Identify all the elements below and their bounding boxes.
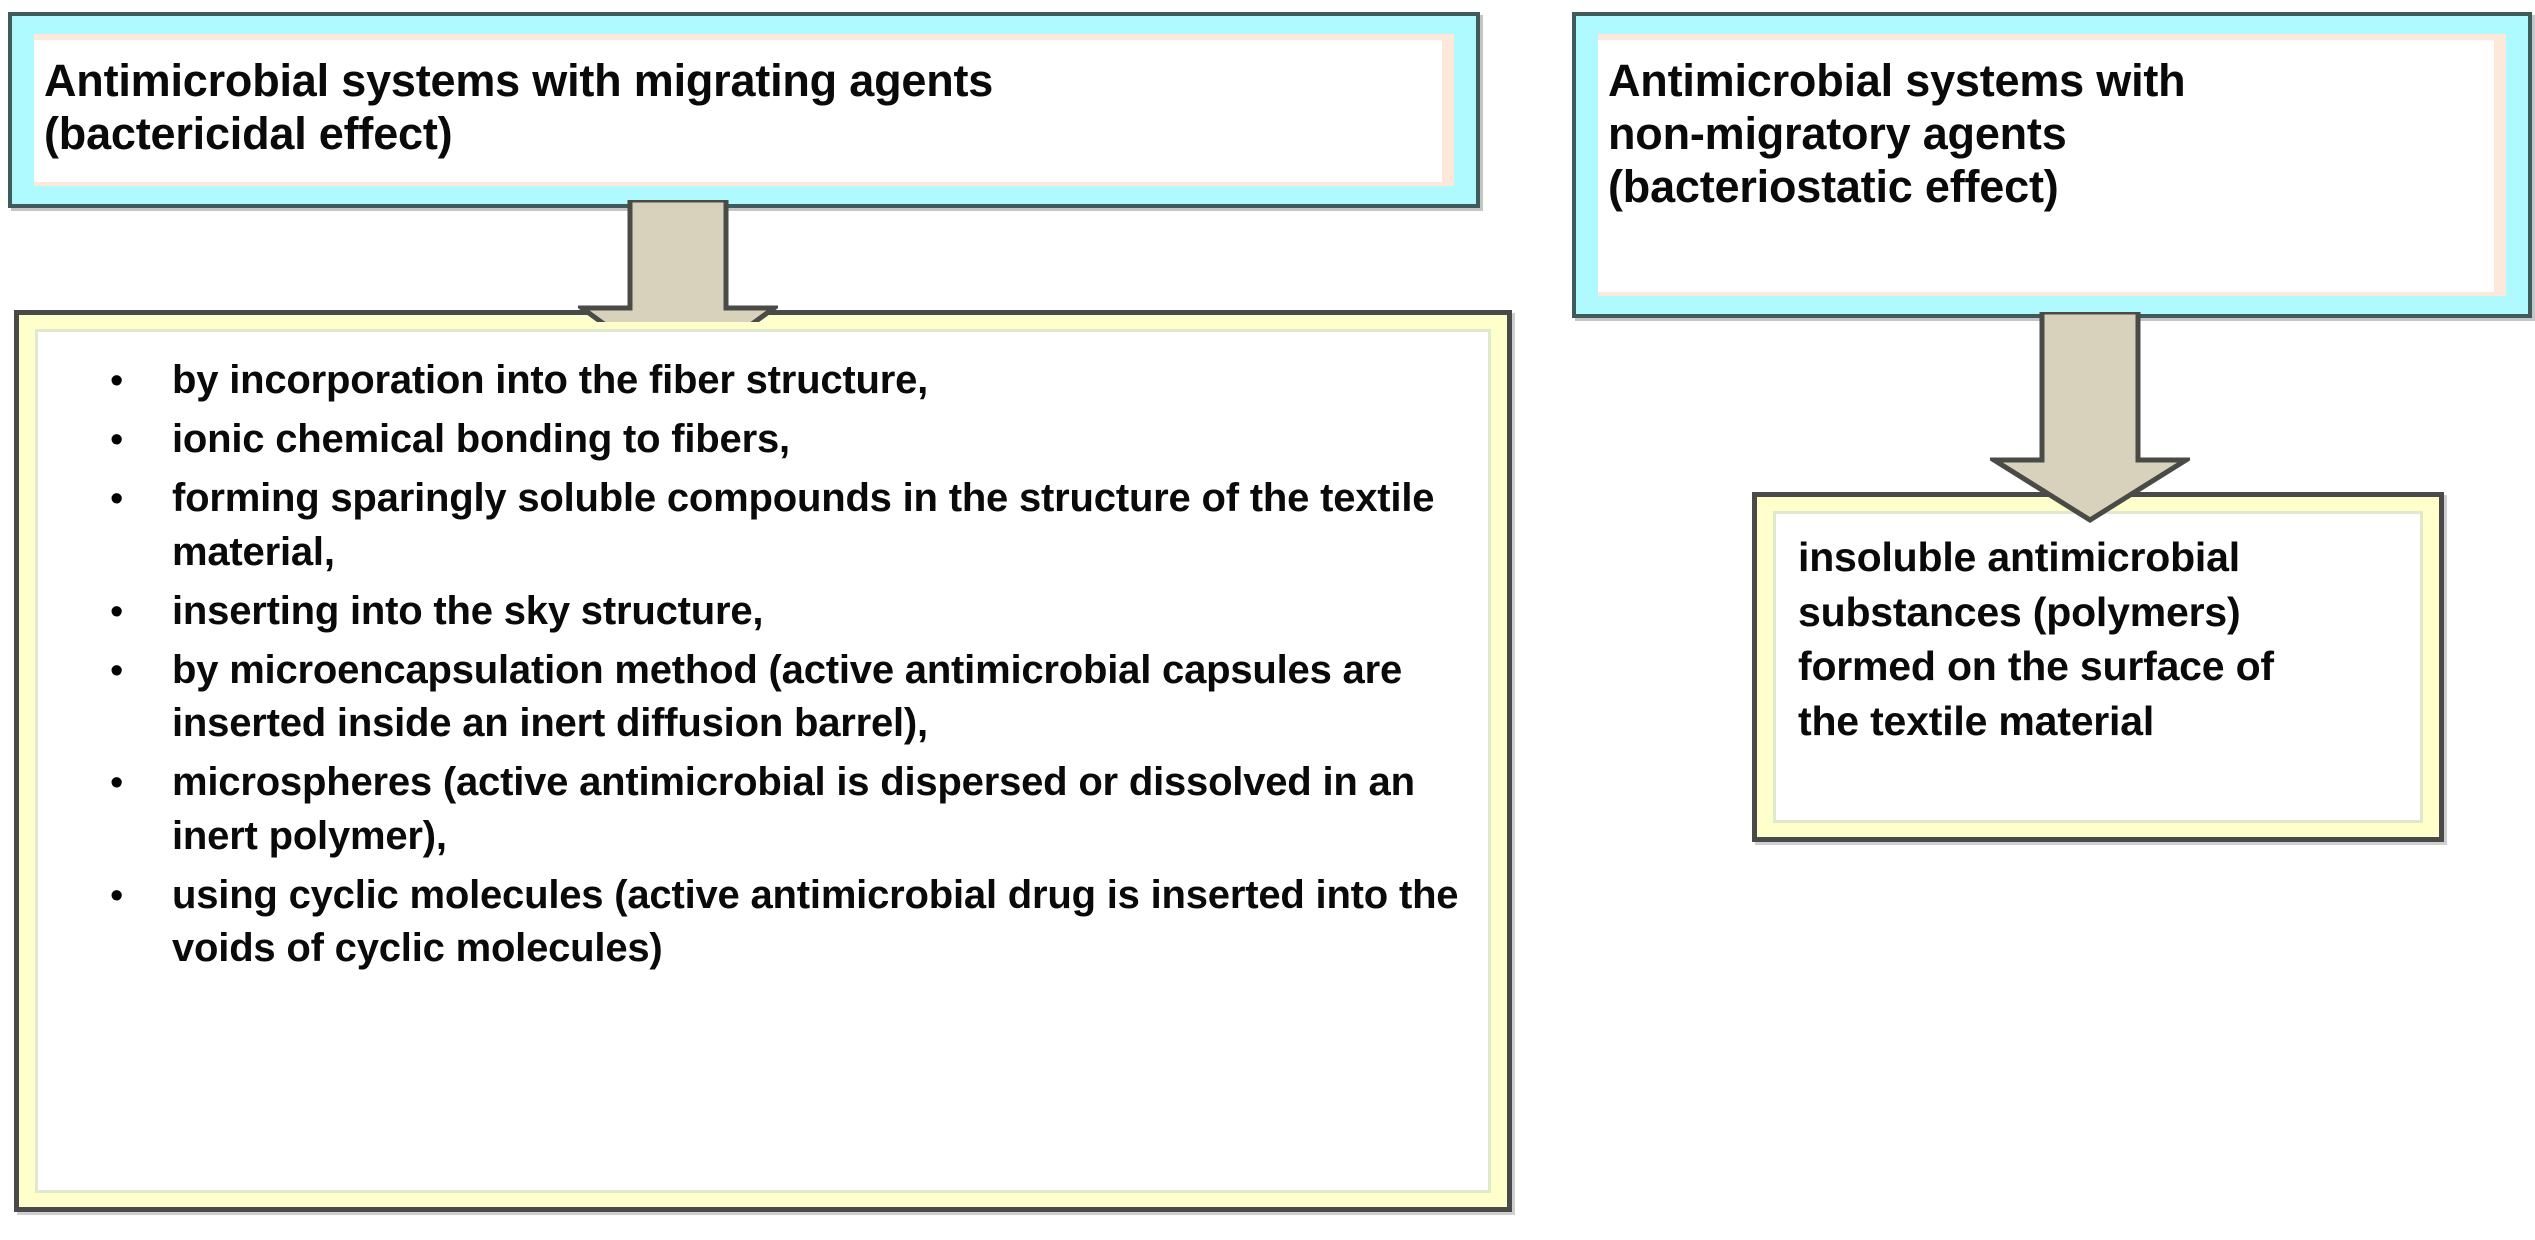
header-line: Antimicrobial systems with migrating age… — [44, 55, 994, 106]
list-item-label: using cyclic molecules (active antimicro… — [172, 872, 1459, 970]
header-line: (bacteriostatic effect) — [1608, 161, 2059, 213]
bullet-glyph-icon: • — [110, 590, 124, 633]
header-line: Antimicrobial systems with — [1608, 55, 2186, 106]
list-item: • inserting into the sky structure, — [110, 585, 1464, 638]
paragraph-line: substances (polymers) — [1798, 588, 2241, 635]
list-item: • ionic chemical bonding to fibers, — [110, 413, 1464, 466]
content-box-migrating-methods: • by incorporation into the fiber structu… — [14, 310, 1512, 1212]
down-arrow-icon-non-migratory — [1990, 312, 2190, 524]
header-paper — [34, 40, 1442, 182]
content-box-non-migratory-description: insoluble antimicrobial substances (poly… — [1752, 492, 2444, 842]
list-item: • microspheres (active antimicrobial is d… — [110, 756, 1464, 862]
list-item: • by incorporation into the fiber structu… — [110, 354, 1464, 407]
list-item: • using cyclic molecules (active antimicr… — [110, 869, 1464, 975]
paragraph-line: formed on the surface of — [1798, 643, 2274, 690]
header-box-non-migratory-agents: Antimicrobial systems with non-migratory… — [1572, 12, 2532, 318]
bullet-glyph-icon: • — [110, 419, 124, 462]
list-item-label: inserting into the sky structure, — [172, 588, 764, 633]
header-text-migrating-agents: Antimicrobial systems with migrating age… — [34, 40, 1442, 182]
methods-bullet-list: • by incorporation into the fiber structu… — [38, 332, 1488, 1190]
bullet-glyph-icon: • — [110, 762, 124, 805]
bullet-glyph-icon: • — [110, 649, 124, 692]
list-item-label: by incorporation into the fiber structur… — [172, 358, 929, 402]
list-item-label: microspheres (active antimicrobial is di… — [172, 760, 1415, 858]
header-line: non-migratory agents — [1608, 108, 2067, 160]
list-item-label: forming sparingly soluble compounds in t… — [172, 476, 1435, 574]
header-line: (bactericidal effect) — [44, 108, 453, 160]
list-item-label: ionic chemical bonding to fibers, — [172, 417, 790, 462]
paragraph-line: the textile material — [1798, 697, 2155, 744]
bullet-glyph-icon: • — [110, 360, 124, 402]
list-item-label: by microencapsulation method (active ant… — [172, 647, 1403, 746]
down-arrow-icon-migrating — [578, 200, 778, 322]
bullet-glyph-icon: • — [110, 478, 124, 521]
insoluble-substances-paragraph: insoluble antimicrobial substances (poly… — [1776, 514, 2420, 820]
content-paper: insoluble antimicrobial substances (poly… — [1776, 514, 2420, 820]
bullet-glyph-icon: • — [110, 874, 124, 917]
header-paper — [1598, 40, 2494, 292]
paragraph-line: insoluble antimicrobial — [1798, 534, 2240, 580]
list-item: • forming sparingly soluble compounds in … — [110, 472, 1464, 578]
content-paper: • by incorporation into the fiber structu… — [38, 332, 1488, 1190]
list-item: • by microencapsulation method (active an… — [110, 644, 1464, 750]
header-text-non-migratory-agents: Antimicrobial systems with non-migratory… — [1598, 40, 2494, 292]
header-box-migrating-agents: Antimicrobial systems with migrating age… — [8, 12, 1480, 208]
